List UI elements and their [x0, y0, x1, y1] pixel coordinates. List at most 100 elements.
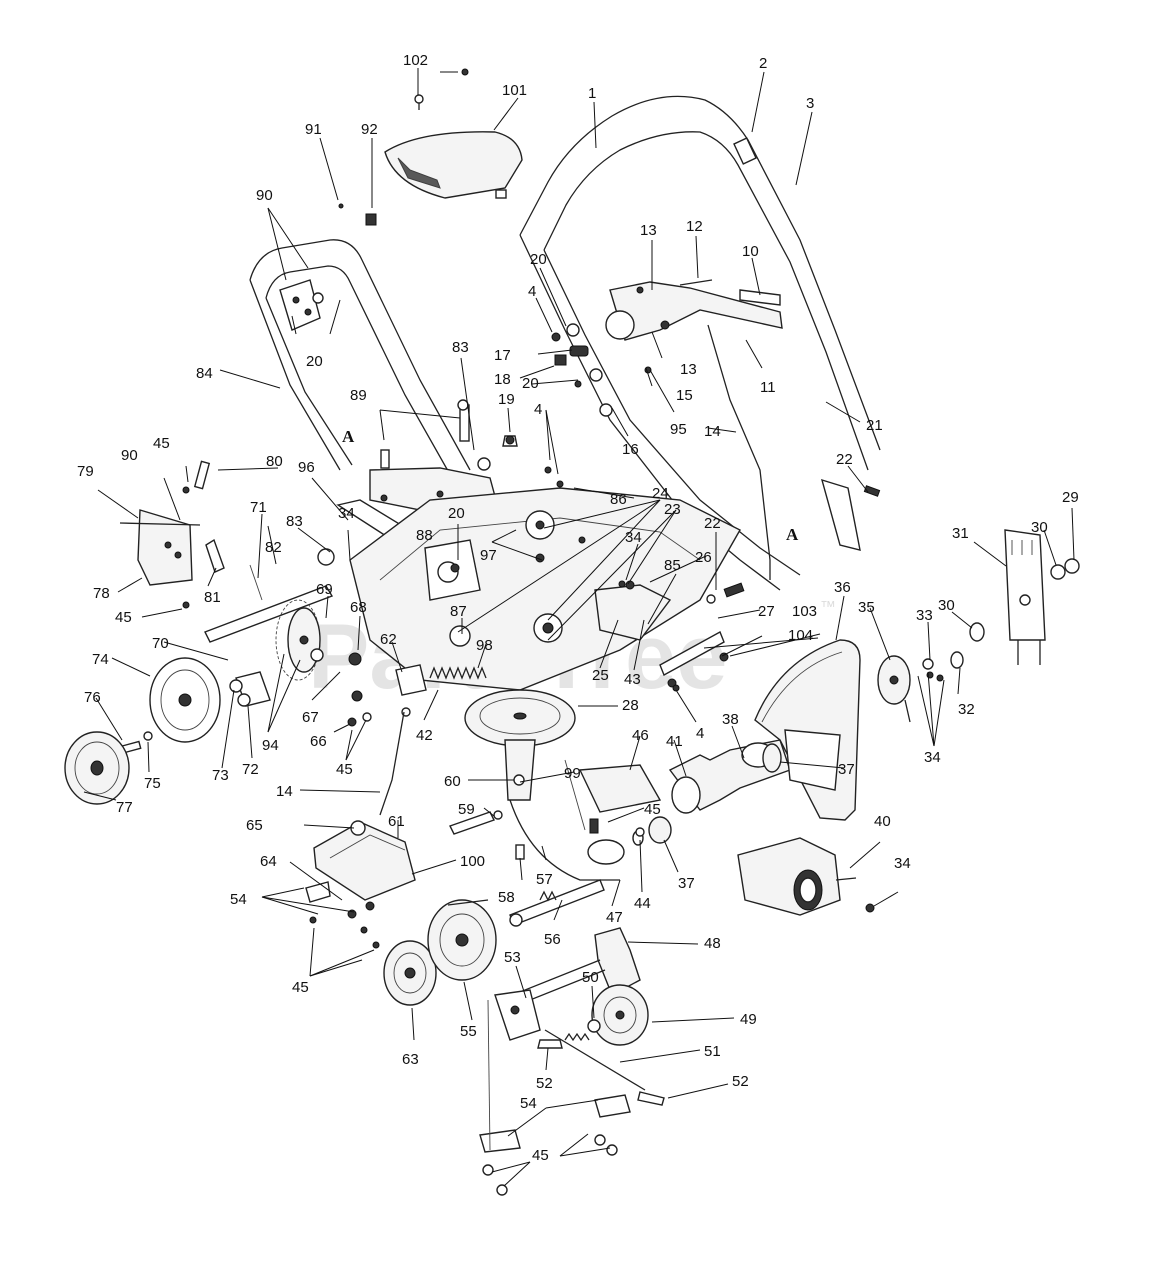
pulley-assembly — [464, 689, 625, 881]
callout-3: 3 — [806, 95, 814, 112]
callout-18: 18 — [494, 371, 511, 388]
callout-45-left: 45 — [115, 609, 132, 626]
callout-10: 10 — [742, 243, 759, 260]
callout-90-top: 90 — [256, 187, 273, 204]
callout-69: 69 — [316, 581, 333, 598]
callout-35: 35 — [858, 599, 875, 616]
callout-98: 98 — [476, 637, 493, 654]
callout-100: 100 — [460, 853, 485, 870]
callout-26: 26 — [695, 549, 712, 566]
callout-22-mid: 22 — [704, 515, 721, 532]
callout-52-right: 52 — [732, 1073, 749, 1090]
callout-87: 87 — [450, 603, 467, 620]
callout-37-right: 37 — [838, 761, 855, 778]
callout-34-center: 34 — [625, 529, 642, 546]
callout-44: 44 — [634, 895, 651, 912]
callout-13-mid: 13 — [680, 361, 697, 378]
callout-21: 21 — [866, 417, 883, 434]
callout-45-bottomleft: 45 — [292, 979, 309, 996]
callout-76: 76 — [84, 689, 101, 706]
callout-50: 50 — [582, 969, 599, 986]
hubcap-rear — [383, 940, 437, 1006]
callout-48: 48 — [704, 935, 721, 952]
edger-frame — [349, 487, 741, 691]
callout-78: 78 — [93, 585, 110, 602]
callout-57: 57 — [536, 871, 553, 888]
callout-91: 91 — [305, 121, 322, 138]
blade-mount-parts — [347, 664, 427, 816]
top-hardware — [338, 68, 469, 226]
callout-75: 75 — [144, 775, 161, 792]
lower-handle — [249, 239, 471, 479]
callout-30-mid: 30 — [938, 597, 955, 614]
callout-74: 74 — [92, 651, 109, 668]
callout-64: 64 — [260, 853, 277, 870]
callout-2: 2 — [759, 55, 767, 72]
reference-a-right: A — [786, 525, 799, 544]
callout-29: 29 — [1062, 489, 1079, 506]
callout-20-top: 20 — [530, 251, 547, 268]
callout-20-mid: 20 — [522, 375, 539, 392]
callout-89: 89 — [350, 387, 367, 404]
callout-42: 42 — [416, 727, 433, 744]
callout-32: 32 — [958, 701, 975, 718]
callout-77: 77 — [116, 799, 133, 816]
callout-33: 33 — [916, 607, 933, 624]
callout-92: 92 — [361, 121, 378, 138]
callout-4-top: 4 — [528, 283, 536, 300]
callout-4-mid: 4 — [534, 401, 542, 418]
callout-54-bottom: 54 — [520, 1095, 537, 1112]
callout-11: 11 — [760, 379, 776, 396]
callout-90-left: 90 — [121, 447, 138, 464]
callout-34-engine: 34 — [894, 855, 911, 872]
callout-4-right: 4 — [696, 725, 704, 742]
callout-30-top: 30 — [1031, 519, 1048, 536]
callout-49: 49 — [740, 1011, 757, 1028]
callout-101: 101 — [502, 82, 527, 99]
callout-66: 66 — [310, 733, 327, 750]
right-bracket — [1004, 529, 1080, 665]
callout-45-bottom: 45 — [532, 1147, 549, 1164]
callout-25: 25 — [592, 667, 609, 684]
callout-104: 104 — [788, 627, 813, 644]
callout-59: 59 — [458, 801, 475, 818]
engine — [737, 837, 875, 916]
callout-46: 46 — [632, 727, 649, 744]
callout-14-bottom: 14 — [276, 783, 293, 800]
callout-28: 28 — [622, 697, 639, 714]
callout-41: 41 — [666, 733, 683, 750]
callout-88: 88 — [416, 527, 433, 544]
callout-34-right: 34 — [924, 749, 941, 766]
callout-15: 15 — [676, 387, 693, 404]
rear-wheel — [427, 899, 497, 981]
callout-97: 97 — [480, 547, 497, 564]
spring-washers — [551, 323, 603, 388]
callout-102: 102 — [403, 52, 428, 69]
callout-56: 56 — [544, 931, 561, 948]
upper-handle — [519, 95, 881, 591]
callout-62: 62 — [380, 631, 397, 648]
callout-1: 1 — [588, 85, 596, 102]
callout-96: 96 — [298, 459, 315, 476]
callout-40: 40 — [874, 813, 891, 830]
callout-86: 86 — [610, 491, 627, 508]
reference-letters: A A — [342, 427, 799, 544]
callout-19: 19 — [498, 391, 515, 408]
callout-65: 65 — [246, 817, 263, 834]
callout-54-left: 54 — [230, 891, 247, 908]
callout-22-right: 22 — [836, 451, 853, 468]
callout-103: 103 — [792, 603, 817, 620]
callout-16: 16 — [622, 441, 639, 458]
callout-13-top: 13 — [640, 222, 657, 239]
hubcap-left — [64, 731, 130, 805]
callout-67: 67 — [302, 709, 319, 726]
callout-84: 84 — [196, 365, 213, 382]
callout-70: 70 — [152, 635, 169, 652]
callout-58: 58 — [498, 889, 515, 906]
callout-80: 80 — [266, 453, 283, 470]
callout-36: 36 — [834, 579, 851, 596]
callout-55: 55 — [460, 1023, 477, 1040]
callout-27: 27 — [758, 603, 775, 620]
control-rod — [707, 324, 771, 580]
